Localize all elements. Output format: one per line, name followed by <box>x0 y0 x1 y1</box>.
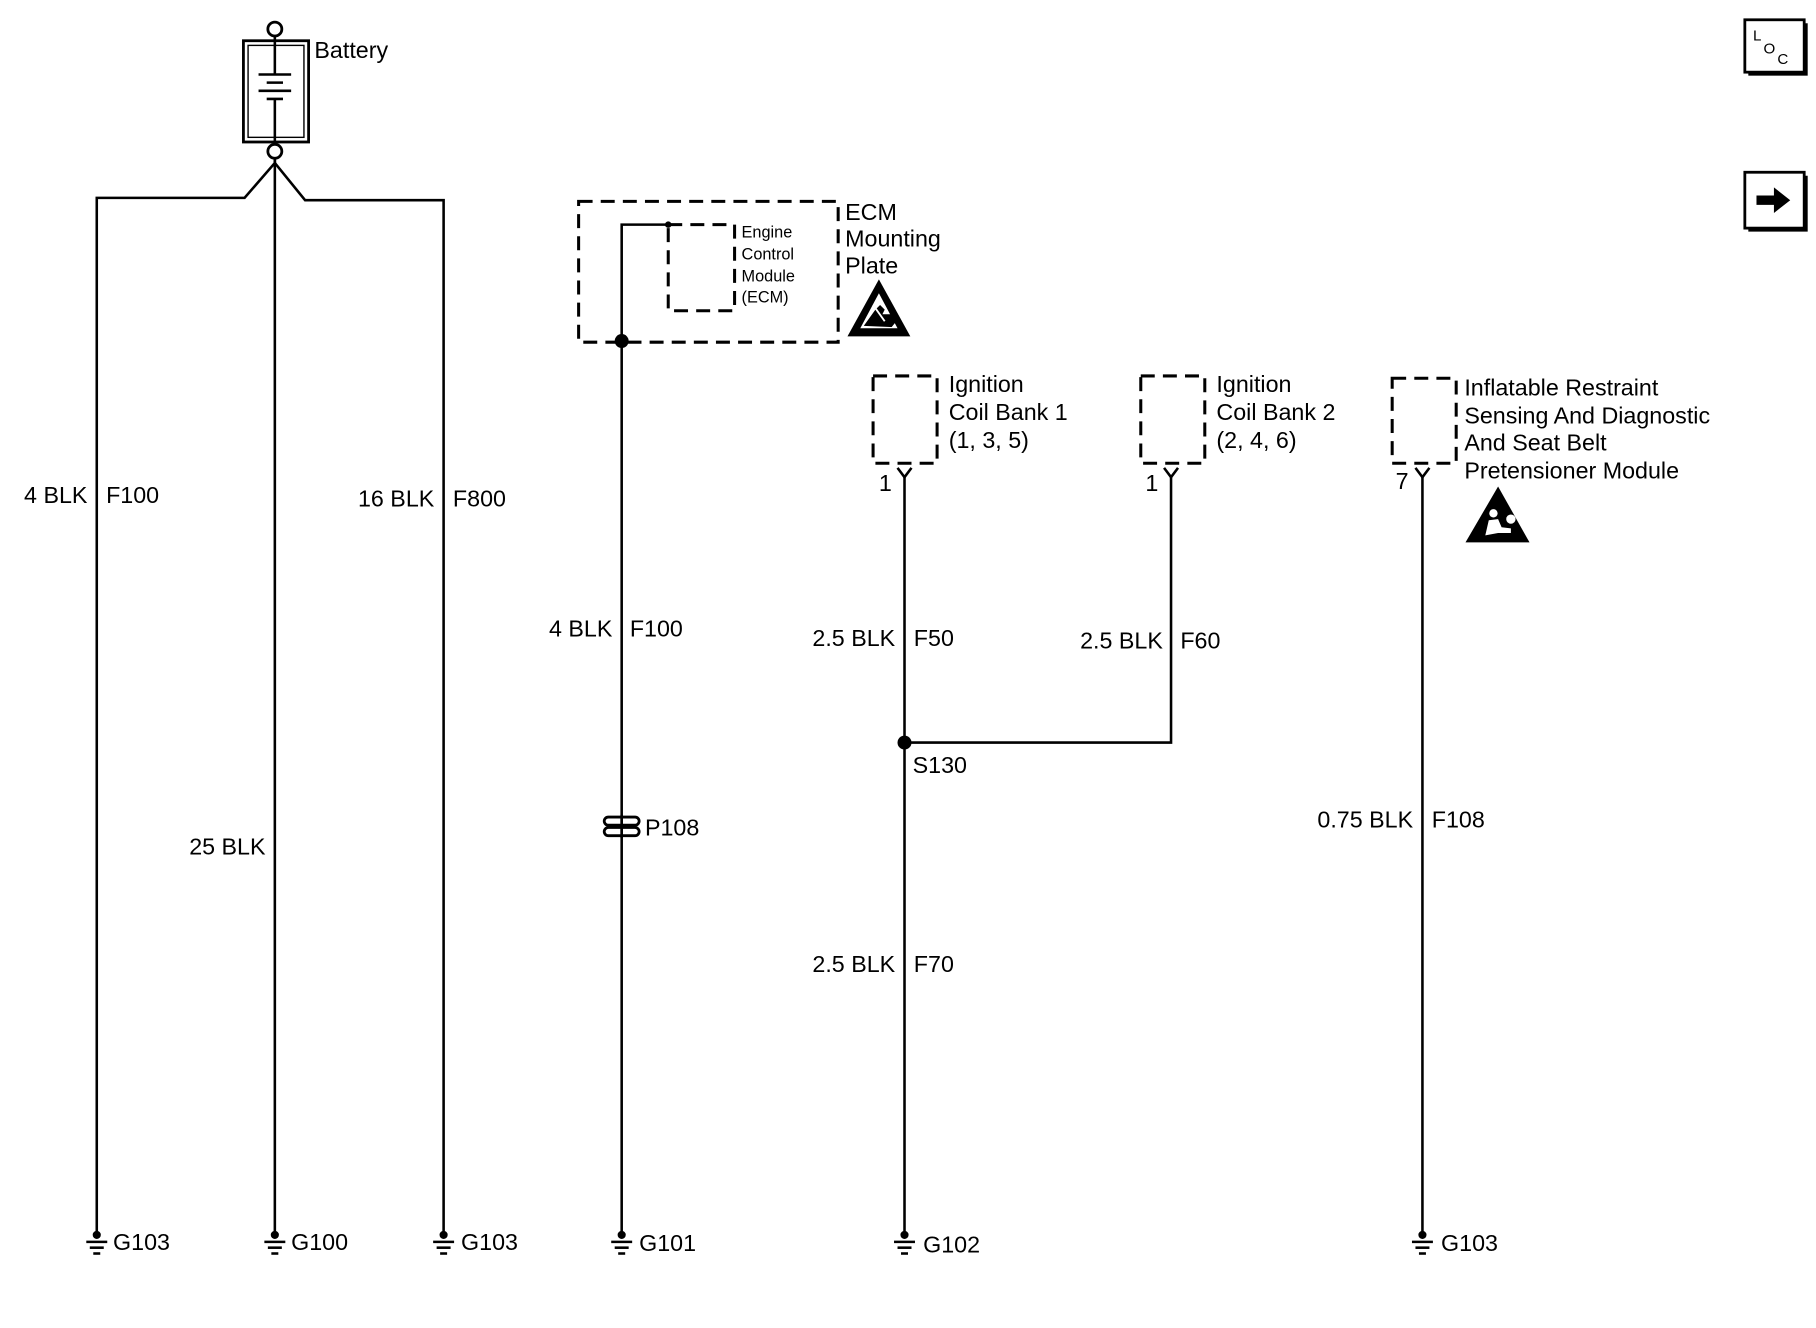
ground-icon <box>1411 1230 1433 1255</box>
restraint-module-label-line-2: Sensing And Diagnostic <box>1464 403 1710 429</box>
wire-splice-to-coil-bank-2 <box>904 477 1173 744</box>
wire-label-battery-right-circuit: F800 <box>453 485 506 511</box>
splice-dot <box>897 735 912 750</box>
ecm-plate-label-line-2: Mounting <box>845 226 941 252</box>
loc-letter-c: C <box>1777 51 1788 68</box>
ecm-module-label-line-2: Control <box>742 246 795 264</box>
inline-connector-icon <box>602 814 641 839</box>
ground-icon <box>86 1230 108 1255</box>
next-page-button[interactable] <box>1743 170 1808 232</box>
coil-bank-2-label-line-1: Ignition <box>1216 371 1291 397</box>
esd-warning-icon <box>847 279 911 337</box>
airbag-occupant-body <box>1485 519 1511 536</box>
wire-label-battery-middle-size: 25 BLK <box>189 833 266 859</box>
wire-label-battery-right-size: 16 BLK <box>358 485 435 511</box>
arrow-right-icon <box>1756 187 1791 213</box>
ecm-module-label-line-1: Engine <box>742 223 793 241</box>
loc-letter-o: O <box>1763 41 1775 58</box>
wire-battery-right <box>273 162 445 1232</box>
wire-label-battery-left-size: 4 BLK <box>24 482 88 508</box>
splice-label: S130 <box>913 752 967 778</box>
ground-node <box>92 1230 101 1239</box>
ecm-internal-node <box>664 221 672 228</box>
airbag-triangle <box>1465 486 1530 543</box>
airbag-warning-icon <box>1465 486 1530 543</box>
ground-node <box>1418 1230 1427 1239</box>
airbag-cushion <box>1506 514 1516 524</box>
ground-label-6: G103 <box>1441 1230 1498 1256</box>
restraint-module-box <box>1390 376 1458 465</box>
ecm-plate-label-line-3: Plate <box>845 253 898 279</box>
coil-bank-2-label-line-3: (2, 4, 6) <box>1216 427 1296 453</box>
inline-connector-label: P108 <box>645 815 699 841</box>
wire-label-ecm-size: 4 BLK <box>549 616 613 642</box>
wire-label-battery-left-circuit: F100 <box>106 482 159 508</box>
loc-letter-l: L <box>1753 28 1761 45</box>
restraint-module-pin: 7 <box>1396 468 1409 494</box>
ecm-module-label-line-3: Module <box>742 268 795 286</box>
ground-icon <box>264 1230 286 1255</box>
arrow-button-frame[interactable] <box>1743 170 1806 230</box>
wire-label-ecm-circuit: F100 <box>630 616 683 642</box>
esd-spark <box>872 304 886 322</box>
wire-label-splice-ground-size: 2.5 BLK <box>812 951 895 977</box>
ecm-mounting-plate-box <box>577 199 840 344</box>
wire-label-coil-bank-1-size: 2.5 BLK <box>812 625 895 651</box>
battery-symbol-icon <box>242 20 310 160</box>
ground-node <box>439 1230 448 1239</box>
loc-icon[interactable]: L O C <box>1743 18 1808 76</box>
ecm-module-label-line-4: (ECM) <box>742 289 789 307</box>
ground-icon <box>433 1230 455 1255</box>
wire-label-restraint-size: 0.75 BLK <box>1317 807 1413 833</box>
coil-bank-1-label-line-3: (1, 3, 5) <box>949 427 1029 453</box>
loc-icon-frame[interactable] <box>1743 18 1806 74</box>
coil-bank-1-pin: 1 <box>879 470 892 496</box>
ground-icon <box>894 1230 915 1255</box>
battery-label: Battery <box>314 37 388 63</box>
restraint-module-label-line-1: Inflatable Restraint <box>1464 375 1659 401</box>
ground-label-1: G103 <box>113 1229 170 1255</box>
battery-bottom-terminal <box>266 142 284 160</box>
coil-bank-1-label-line-1: Ignition <box>949 371 1024 397</box>
coil-bank-1-label-line-2: Coil Bank 1 <box>949 399 1068 425</box>
coil-bank-2-pin: 1 <box>1145 470 1158 496</box>
ground-node <box>617 1230 626 1239</box>
ground-label-4: G101 <box>639 1230 696 1256</box>
coil-bank-2-box <box>1139 374 1207 465</box>
wire-battery-left <box>95 158 277 1232</box>
airbag-occupant-head <box>1489 509 1498 518</box>
ecm-module-box <box>666 223 737 313</box>
ground-label-3: G103 <box>461 1229 518 1255</box>
ground-icon <box>611 1230 633 1255</box>
wire-ecm-internal <box>620 223 669 342</box>
coil-bank-1-connector-icon <box>896 467 913 480</box>
ground-label-5: G102 <box>923 1231 980 1257</box>
restraint-module-label-line-4: Pretensioner Module <box>1464 457 1679 483</box>
battery-top-terminal <box>266 20 284 38</box>
wire-label-coil-bank-2-size: 2.5 BLK <box>1080 627 1163 653</box>
wire-label-coil-bank-2-circuit: F60 <box>1180 627 1220 653</box>
restraint-module-label-line-3: And Seat Belt <box>1464 429 1607 455</box>
coil-bank-2-label-line-2: Coil Bank 2 <box>1216 399 1335 425</box>
ground-node <box>270 1230 279 1239</box>
ground-label-2: G100 <box>291 1229 348 1255</box>
coil-bank-1-box <box>871 374 939 465</box>
wire-label-coil-bank-1-circuit: F50 <box>914 625 954 651</box>
ecm-plate-label-line-1: ECM <box>845 199 897 225</box>
wire-label-restraint-circuit: F108 <box>1432 807 1485 833</box>
coil-bank-2-connector-icon <box>1163 467 1180 480</box>
restraint-module-connector-icon <box>1414 467 1431 480</box>
ground-node <box>900 1230 909 1239</box>
wire-label-splice-ground-circuit: F70 <box>914 951 954 977</box>
